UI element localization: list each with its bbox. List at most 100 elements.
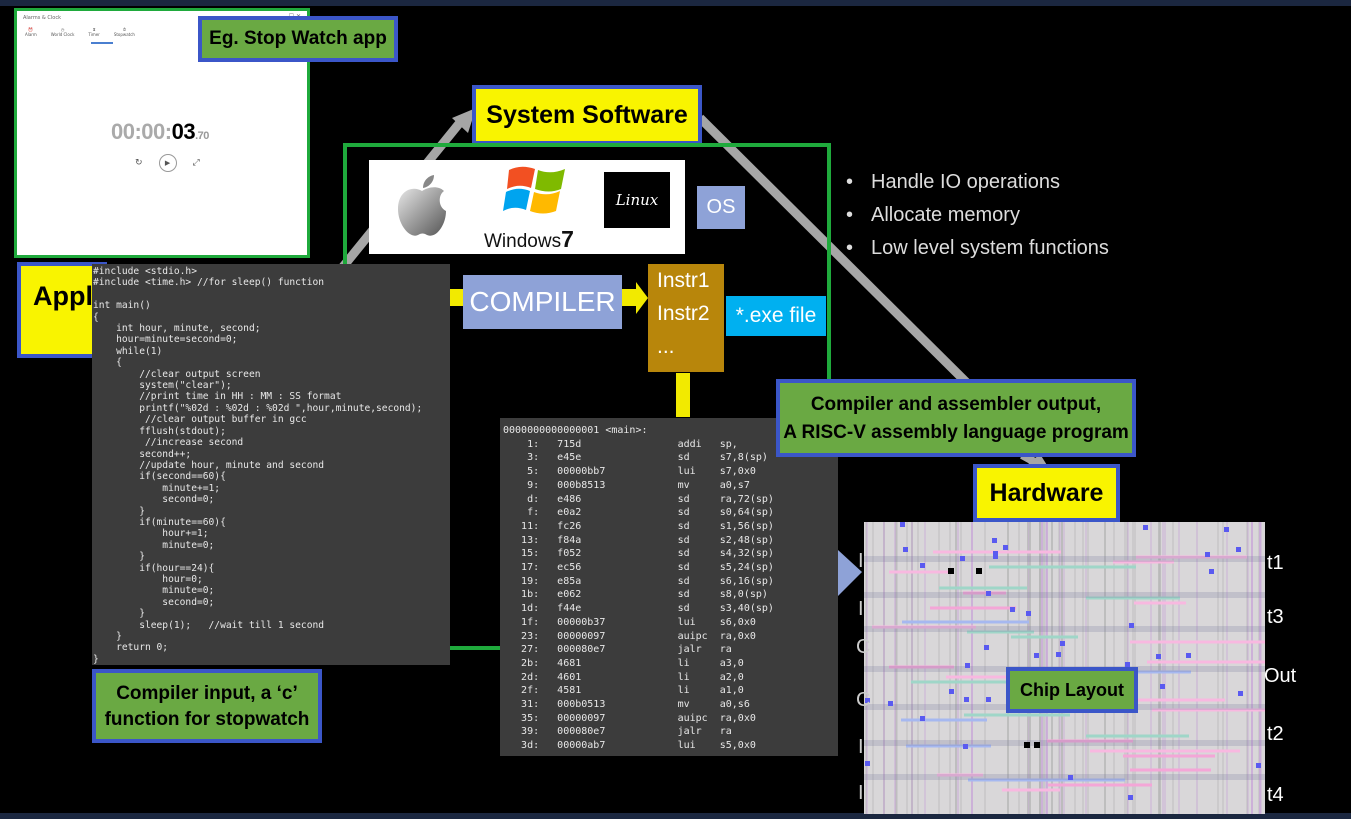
code-line: //print time in HH : MM : SS format <box>93 391 342 403</box>
code-line: //increase second <box>93 437 244 449</box>
chip-via <box>1209 569 1214 574</box>
chip-via <box>986 697 991 702</box>
chip-via <box>865 698 870 703</box>
chip-pin-label: t1 <box>1267 552 1284 574</box>
code-line: } <box>93 631 122 642</box>
instr-1-label: Instr1 <box>657 269 710 292</box>
bottom-border <box>0 813 1351 819</box>
chip-side-letter: I <box>858 782 864 804</box>
asm-row: 3: e45e sd s7,8(sp) <box>503 452 768 464</box>
chip-pin-label: Out <box>1264 665 1297 687</box>
chip-pin-label: t4 <box>1267 784 1284 806</box>
code-line: { <box>93 357 122 369</box>
instr-2-label: Instr2 <box>657 302 710 325</box>
c-source-code-panel: #include <stdio.h>#include <time.h> //fo… <box>92 264 450 665</box>
asm-row: 5: 00000bb7 lui s7,0x0 <box>503 466 756 478</box>
asm-row: 15: f052 sd s4,32(sp) <box>503 548 774 560</box>
asm-row: 19: e85a sd s6,16(sp) <box>503 575 774 587</box>
code-line: sleep(1); //wait till 1 second <box>93 619 325 631</box>
chip-via <box>920 716 925 721</box>
chip-contact <box>976 568 982 574</box>
riscv-assembly-panel: 0000000000000001 <main>: 1: 715d addi sp… <box>500 418 838 756</box>
instr-to-asm-connector <box>676 373 690 417</box>
asm-row: 27: 000080e7 jalr ra <box>503 644 732 656</box>
chip-via <box>1143 525 1148 530</box>
chip-via <box>1068 775 1073 780</box>
code-line: second=0; <box>93 596 215 608</box>
code-line: while(1) <box>93 345 163 357</box>
chip-side-letter: C <box>856 636 871 658</box>
chip-cell-row <box>864 626 1265 632</box>
code-line: } <box>93 505 145 517</box>
asm-row: 1: 715d addi sp, <box>503 438 738 450</box>
code-line: //update hour, minute and second <box>93 459 325 471</box>
asm-row: 23: 00000097 auipc ra,0x0 <box>503 630 756 642</box>
tab-alarm[interactable]: ⏰Alarm <box>25 27 37 37</box>
code-line: { <box>93 311 99 323</box>
chip-via <box>965 663 970 668</box>
code-line: hour=0; <box>93 573 203 585</box>
tab-world-clock[interactable]: ◷World Clock <box>50 27 75 37</box>
asm-row: 1b: e062 sd s8,0(sp) <box>503 589 768 601</box>
compiler-output-callout: Compiler and assembler output, A RISC-V … <box>776 379 1136 457</box>
asm-row: 39: 000080e7 jalr ra <box>503 726 732 738</box>
code-line: if(second==60){ <box>93 471 226 483</box>
chip-via <box>992 538 997 543</box>
chip-cell-row <box>864 740 1265 746</box>
chip-via <box>993 554 998 559</box>
chip-via <box>993 551 998 556</box>
chip-via <box>903 547 908 552</box>
bullet-item: Handle IO operations <box>846 166 1109 199</box>
example-app-callout: Eg. Stop Watch app <box>198 16 398 62</box>
chip-via <box>1129 623 1134 628</box>
code-line: second++; <box>93 448 192 460</box>
top-border <box>0 0 1351 6</box>
chip-via <box>1060 641 1065 646</box>
chip-side-letter: C <box>856 689 871 711</box>
tab-stopwatch[interactable]: ⏱Stopwatch <box>113 27 135 37</box>
asm-row: d: e486 sd ra,72(sp) <box>503 493 774 505</box>
chip-via <box>963 744 968 749</box>
chip-via <box>1238 691 1243 696</box>
chip-via <box>1003 545 1008 550</box>
code-line: minute=0; <box>93 585 215 597</box>
asm-row: 31: 000b0513 mv a0,s6 <box>503 699 750 711</box>
chip-via <box>865 761 870 766</box>
asm-row: 1f: 00000b37 lui s6,0x0 <box>503 616 756 628</box>
expand-icon[interactable]: ⤢ <box>192 158 200 168</box>
chip-cell-row <box>864 774 1265 780</box>
code-line: } <box>93 653 99 665</box>
stopwatch-controls: ↻ ▶ ⤢ <box>135 154 200 172</box>
asm-row: 2f: 4581 li a1,0 <box>503 685 744 697</box>
reset-icon[interactable]: ↻ <box>135 158 143 168</box>
asm-row: 35: 00000097 auipc ra,0x0 <box>503 712 756 724</box>
arrow-head-system-software <box>452 108 476 133</box>
chip-via <box>986 591 991 596</box>
code-line: } <box>93 551 145 563</box>
code-line: second=0; <box>93 494 215 506</box>
bullet-item: Low level system functions <box>846 232 1109 265</box>
window-title: Alarms & Clock <box>23 15 61 21</box>
code-line: minute+=1; <box>93 482 221 494</box>
code-line <box>93 289 450 300</box>
code-line: hour+=1; <box>93 528 209 540</box>
chip-via <box>964 697 969 702</box>
chip-via <box>1034 653 1039 658</box>
compiler-box: COMPILER <box>463 275 622 329</box>
chip-via <box>920 563 925 568</box>
code-line: fflush(stdout); <box>93 425 226 437</box>
chip-via <box>1186 653 1191 658</box>
chip-cell-row <box>864 556 1265 562</box>
tab-timer[interactable]: ⧗Timer <box>88 27 100 37</box>
chip-via <box>1160 684 1165 689</box>
asm-row: 1d: f44e sd s3,40(sp) <box>503 603 774 615</box>
arrow-compiler-to-instr <box>622 282 648 314</box>
code-line: minute=0; <box>93 539 215 551</box>
chip-via <box>900 522 905 527</box>
play-icon[interactable]: ▶ <box>158 154 177 172</box>
code-line: if(hour==24){ <box>93 562 215 574</box>
exe-file-box: *.exe file <box>726 296 826 336</box>
chip-pin-label: t2 <box>1267 723 1284 745</box>
chip-contact <box>948 568 954 574</box>
code-line: #include <time.h> //for sleep() function <box>93 277 325 289</box>
